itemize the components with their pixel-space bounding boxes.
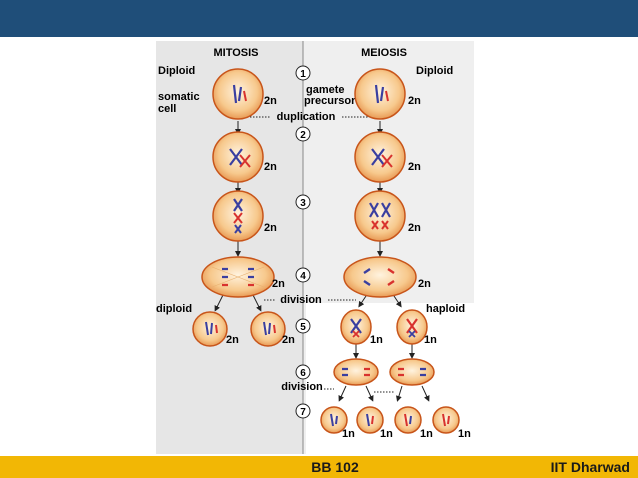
ploidy-meiosis-5b: 1n: [424, 334, 437, 346]
svg-text:3: 3: [300, 198, 306, 209]
division-2-label: division: [281, 381, 323, 393]
ploidy-gamete-2: 1n: [380, 428, 393, 440]
meiosis-cell-5a: [340, 309, 372, 345]
step-4-marker: 4: [295, 267, 311, 283]
step-1-marker: 1: [295, 65, 311, 81]
mitosis-daughter-b: [250, 311, 286, 347]
ploidy-gamete-3: 1n: [420, 428, 433, 440]
meiosis-cell-5b: [396, 309, 428, 345]
ploidy-gamete-4: 1n: [458, 428, 471, 440]
ploidy-meiosis-1: 2n: [408, 95, 421, 107]
duplication-label: duplication: [277, 111, 336, 123]
course-code: BB 102: [311, 459, 359, 475]
mitosis-daughter-a: [192, 311, 228, 347]
ploidy-meiosis-2: 2n: [408, 161, 421, 173]
diploid-label-right: Diploid: [416, 65, 453, 77]
meiosis-cell-4: [343, 256, 417, 298]
mitosis-heading: MITOSIS: [213, 47, 258, 59]
somatic-cell-label: somatic cell: [158, 91, 203, 115]
division-1-label: division: [280, 294, 322, 306]
gamete-precursor-label: gamete precursor: [304, 84, 356, 107]
meiosis-cell-2: [354, 131, 406, 183]
institution-name: IIT Dharwad: [550, 459, 630, 475]
step-6-marker: 6: [295, 364, 311, 380]
svg-text:2: 2: [300, 130, 306, 141]
step-7-marker: 7: [295, 403, 311, 419]
gamete-2: [356, 406, 384, 434]
ploidy-gamete-1: 1n: [342, 428, 355, 440]
svg-text:6: 6: [300, 368, 306, 379]
meiosis-cell-6a: [333, 358, 379, 386]
ploidy-labels: 2n 2n 2n 2n 2n 2n 2n 2n 2n 2n 1n 1n 1n 1…: [226, 95, 471, 440]
haploid-label: haploid: [426, 303, 465, 315]
mitosis-cell-3: [212, 190, 264, 242]
svg-text:5: 5: [300, 322, 306, 333]
ploidy-mitosis-3: 2n: [264, 222, 277, 234]
mitosis-meiosis-diagram: MITOSIS MEIOSIS Diploid Diploid somatic …: [156, 41, 474, 454]
svg-text:7: 7: [300, 407, 306, 418]
ploidy-meiosis-4: 2n: [418, 278, 431, 290]
step-markers: 1 2 3 4 5 6 7: [295, 65, 311, 419]
title-bar: [0, 0, 638, 37]
meiosis-cell-6b: [389, 358, 435, 386]
ploidy-meiosis-5a: 1n: [370, 334, 383, 346]
ploidy-meiosis-3: 2n: [408, 222, 421, 234]
diploid-label-left: Diploid: [158, 65, 195, 77]
mitosis-cell-1: [212, 68, 264, 120]
diploid-lower-label: diploid: [156, 303, 192, 315]
mitosis-cell-4: [201, 256, 275, 298]
gamete-1: [320, 406, 348, 434]
ploidy-daughter-b: 2n: [282, 334, 295, 346]
ploidy-mitosis-1: 2n: [264, 95, 277, 107]
svg-text:4: 4: [300, 271, 306, 282]
gamete-4: [432, 406, 460, 434]
ploidy-mitosis-4: 2n: [272, 278, 285, 290]
ploidy-mitosis-2: 2n: [264, 161, 277, 173]
meiosis-cell-1: [354, 68, 406, 120]
ploidy-daughter-a: 2n: [226, 334, 239, 346]
meiosis-cell-3: [354, 190, 406, 242]
step-3-marker: 3: [295, 194, 311, 210]
svg-text:1: 1: [300, 69, 306, 80]
meiosis-heading: MEIOSIS: [361, 47, 407, 59]
mitosis-cell-2: [212, 131, 264, 183]
step-2-marker: 2: [295, 126, 311, 142]
step-5-marker: 5: [295, 318, 311, 334]
gamete-3: [394, 406, 422, 434]
footer-bar: BB 102 IIT Dharwad: [0, 456, 638, 478]
